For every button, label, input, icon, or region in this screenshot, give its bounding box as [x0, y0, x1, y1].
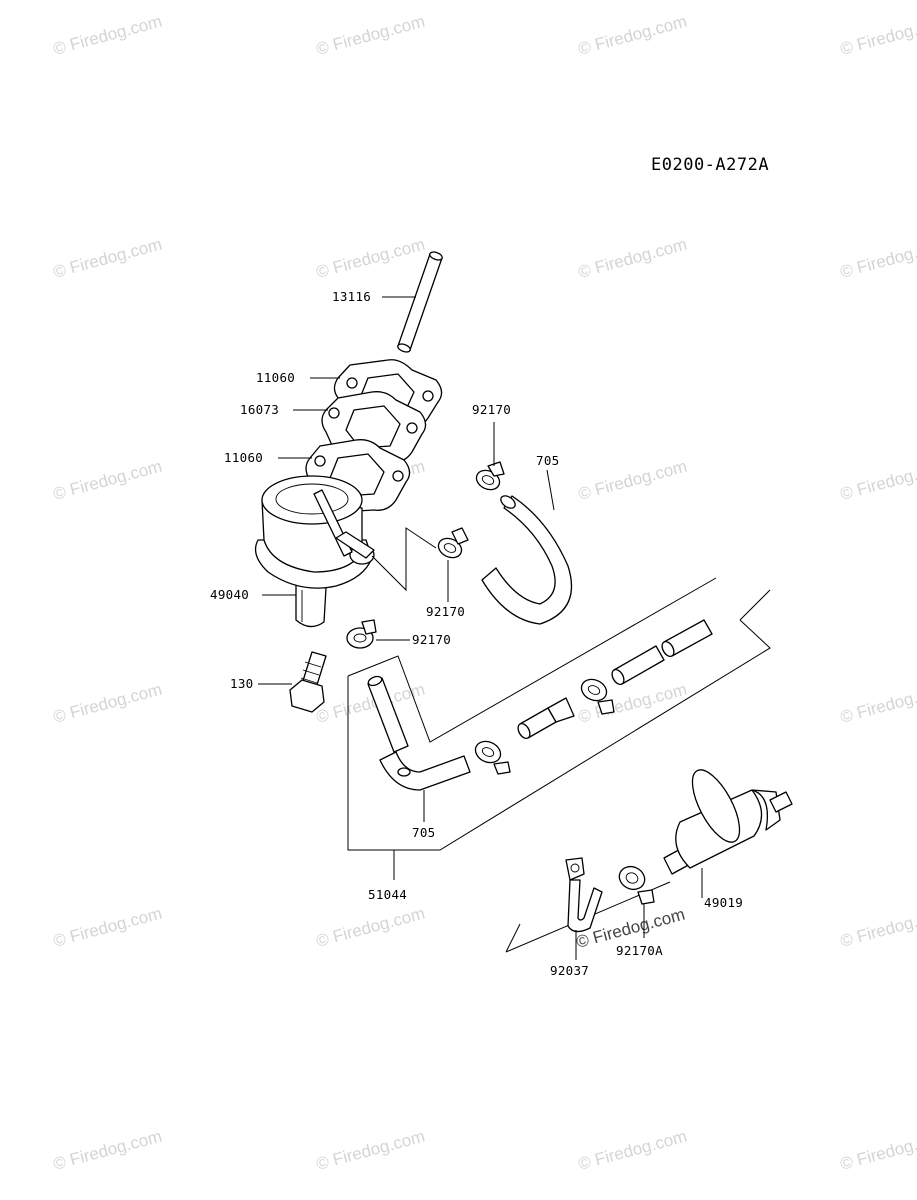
part-hose-705-upper	[481, 495, 573, 625]
part-fuel-filter-49019	[663, 769, 793, 875]
watermark: © Firedog.com	[51, 235, 164, 282]
watermark: © Firedog.com	[838, 680, 917, 727]
part-clip-92037	[565, 857, 603, 933]
watermark: © Firedog.com	[576, 457, 689, 504]
part-hose-segment-3	[661, 619, 713, 658]
part-hose-segment-2	[611, 645, 665, 686]
part-clamp-92170-lower	[346, 619, 377, 649]
watermark: © Firedog.com	[51, 680, 164, 727]
watermark: © Firedog.com	[576, 1127, 689, 1174]
watermark: © Firedog.com	[838, 1127, 917, 1174]
watermark: © Firedog.com	[576, 12, 689, 59]
label-51044: 51044	[368, 887, 407, 902]
label-49019: 49019	[704, 895, 743, 910]
label-11060-top: 11060	[256, 370, 295, 385]
part-rod-13116	[397, 251, 443, 353]
watermark: © Firedog.com	[51, 12, 164, 59]
watermark: © Firedog.com	[314, 235, 427, 282]
watermark: © Firedog.com	[838, 235, 917, 282]
label-705-lower: 705	[412, 825, 435, 840]
diagram-code: E0200-A272A	[651, 155, 769, 175]
part-clamp-assembly-1	[474, 740, 511, 775]
part-hose-705-lower	[379, 751, 471, 791]
label-92037: 92037	[550, 963, 589, 978]
part-bolt-130	[289, 651, 327, 713]
part-hose-segment	[367, 675, 409, 753]
part-clamp-92170-mid	[437, 527, 469, 559]
part-connector	[517, 697, 575, 740]
watermark: © Firedog.com	[51, 904, 164, 951]
watermark: © Firedog.com	[838, 904, 917, 951]
watermark: © Firedog.com	[51, 1127, 164, 1174]
label-92170-lower: 92170	[412, 632, 451, 647]
label-130: 130	[230, 676, 253, 691]
part-clamp-92170-upper	[475, 461, 505, 491]
label-11060-bottom: 11060	[224, 450, 263, 465]
label-92170-upper: 92170	[472, 402, 511, 417]
watermark: © Firedog.com	[838, 12, 917, 59]
label-705-upper: 705	[536, 453, 559, 468]
part-clamp-92170A	[618, 865, 655, 905]
watermark: © Firedog.com	[314, 12, 427, 59]
watermark-grid: © Firedog.com © Firedog.com © Firedog.co…	[51, 12, 917, 1174]
label-16073: 16073	[240, 402, 279, 417]
part-fuel-pump-49040	[254, 475, 375, 628]
watermark: © Firedog.com	[576, 235, 689, 282]
label-92170A: 92170A	[616, 943, 663, 958]
watermark: © Firedog.com	[314, 904, 427, 951]
label-13116: 13116	[332, 289, 371, 304]
watermark: © Firedog.com	[51, 457, 164, 504]
watermark: © Firedog.com	[314, 1127, 427, 1174]
label-92170-mid: 92170	[426, 604, 465, 619]
watermark: © Firedog.com	[838, 457, 917, 504]
part-clamp-assembly-2	[580, 678, 615, 715]
label-49040: 49040	[210, 587, 249, 602]
